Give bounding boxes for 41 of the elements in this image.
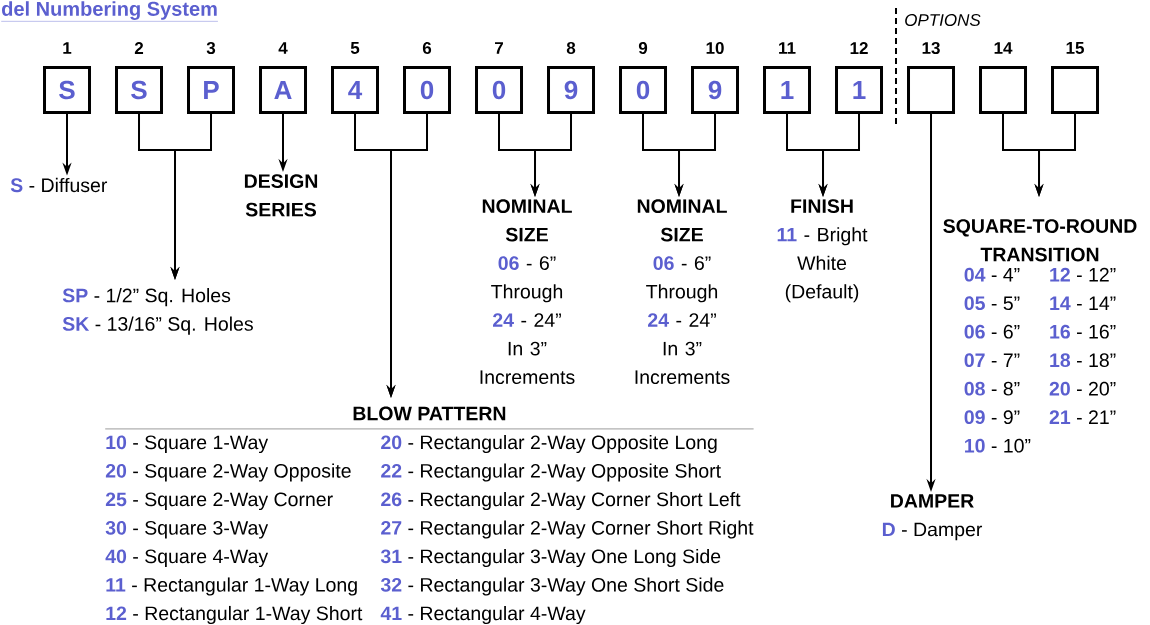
code-box [979,66,1027,114]
position-number: 10 [706,42,724,55]
code-box: 0 [475,66,523,114]
description-text: DAMPER D - Damper [882,494,983,541]
position-number: 8 [566,42,576,55]
code-box: 0 [403,66,451,114]
code-box: S [43,66,91,114]
description-text: SQUARE-TO-ROUND TRANSITION 04 - 4” 12 - 12” 05 - 5” 14 - 14” 06 - 6” 16 - 16” 07 - 7” 18 - 18” 08 - 8” 20 - 20” 09 - 9” 21 - 21” 10 - 10” [943,219,1137,453]
position-number: 5 [350,42,360,54]
position-number: 9 [638,42,648,55]
code-box [1051,66,1099,114]
options-label: OPTIONS [905,14,981,27]
code-box: 4 [331,66,379,114]
description-text: NOMINAL SIZE 06 - 6” Through 24 - 24” In 3” Increments [480,199,575,384]
code-box [907,66,955,114]
position-number: 1 [63,42,72,54]
description-text: FINISH 11 - Bright White (Default) [777,199,868,303]
description-text: DESIGN SERIES [244,174,318,217]
description-text: BLOW PATTERN 10 - Square 1-Way 20 - Rectangular 2-Way Opposite Long 20 - Square 2-Way Opposite 22 - Rectangular 2-Way Opposite Short 25 - Square 2-Way Corner 26 - Rectangular 2-Way Corner Short Left 30 - Square 3-Way 27 - Rectangular 2-Way Corner Short Right 40 - Square 4-Way 31 - Rectangular 3-Way One Long Side 11 - Rectangular 1-Way Long 32 - Rectangular 3-Way One Short Side 12 - Rectangular 1-Way Short 41 - Rectangular 4-Way [105,406,754,625]
code-box: 9 [691,66,739,114]
position-number: 2 [134,42,144,54]
position-number: 4 [278,42,288,54]
code-box: 1 [835,66,883,114]
code-box: 0 [619,66,667,114]
code-box: 1 [763,66,811,114]
position-number: 12 [850,42,868,54]
position-number: 15 [1066,42,1084,54]
position-number: 7 [495,42,503,54]
description-text: S - Diffuser [10,177,108,193]
position-number: 13 [922,41,940,55]
description-text: NOMINAL SIZE 06 - 6” Through 24 - 24” In 3” Increments [635,199,730,384]
code-box: 9 [547,66,595,114]
title: del Numbering System [1,1,219,22]
position-number: 11 [779,42,796,54]
description-text: SP - 1/2” Sq. Holes SK - 13/16” Sq. Holes [62,288,253,335]
code-box: S [115,66,163,114]
code-box: A [259,66,307,114]
position-number: 6 [422,42,432,55]
position-number: 14 [994,42,1013,54]
code-box: P [187,66,235,114]
position-number: 3 [206,41,216,55]
